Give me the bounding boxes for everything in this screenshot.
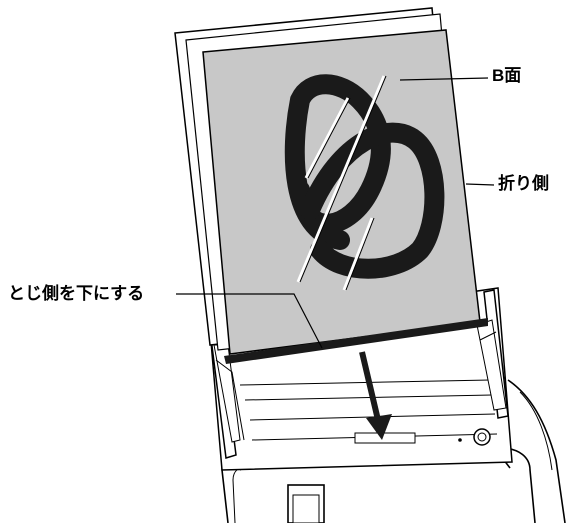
insert-direction-arrow [359,351,392,440]
leader-b-side [399,77,489,81]
binding-side-down-label: とじ側を下にする [8,284,145,303]
binding-edge [224,318,488,364]
leader-fold-side [465,183,495,186]
document-symbol [284,74,445,279]
fold-side-label: 折り側 [498,174,549,193]
fold-crease-outlines [299,75,387,291]
leader-binding-side [176,293,323,349]
leader-lines [176,77,495,349]
fold-creases [296,75,386,291]
right-paper-guide [476,289,509,419]
b-side-label: B面 [492,66,522,85]
